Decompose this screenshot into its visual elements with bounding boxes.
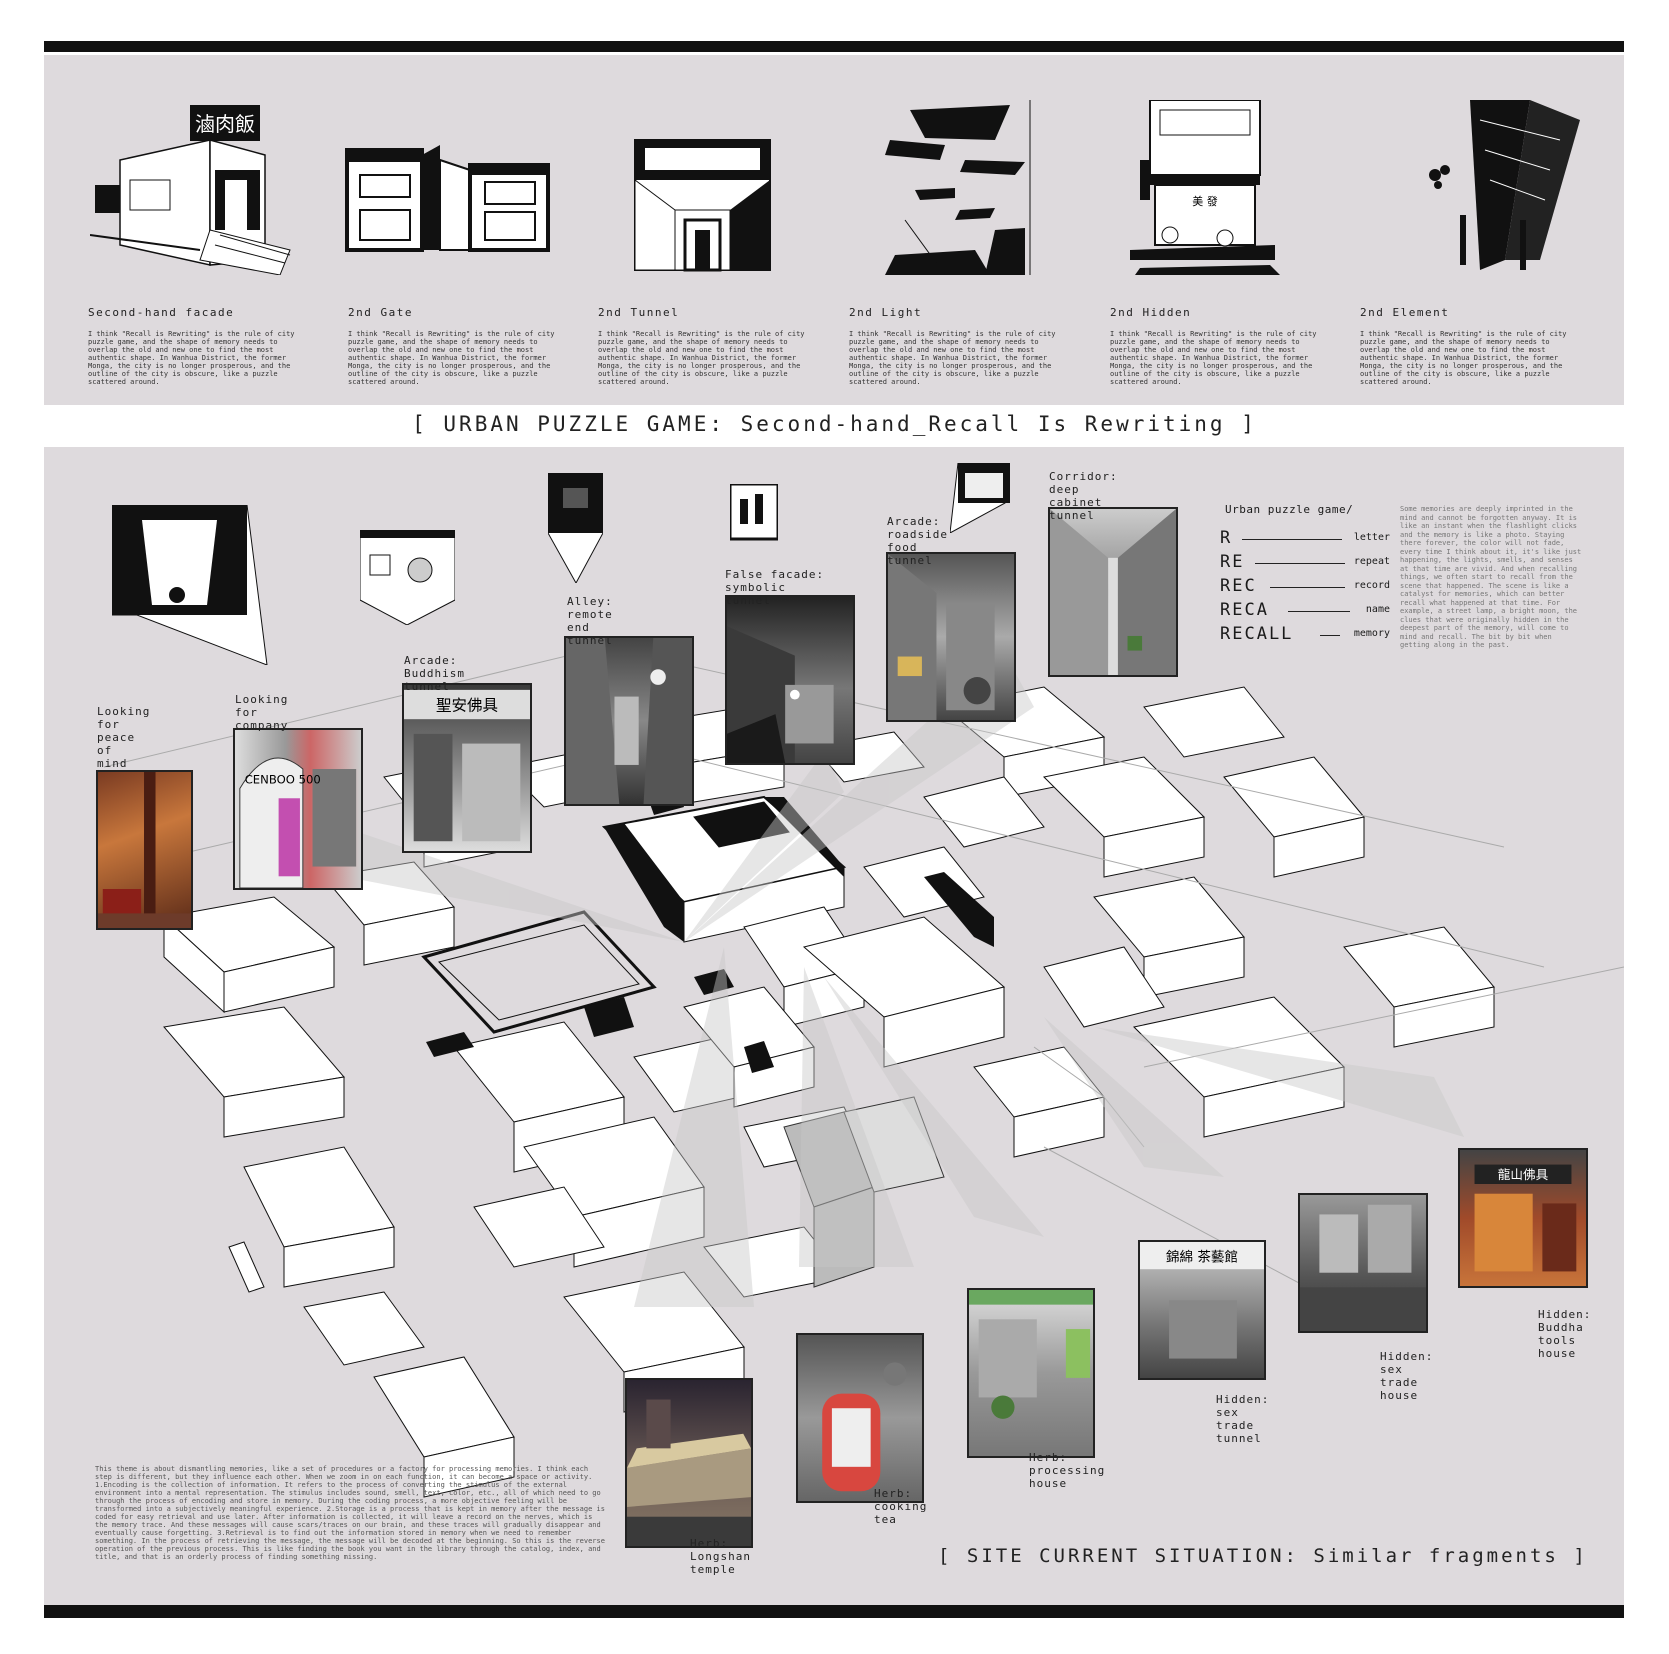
tunnel-perspective-illustration	[630, 100, 840, 275]
label-deep-cabinet-tunnel: Corridor: deep cabinet tunnel	[1049, 470, 1118, 522]
card-title: 2nd Element	[1360, 306, 1450, 319]
photo-false-facade	[725, 595, 855, 765]
card-title: 2nd Hidden	[1110, 306, 1192, 319]
storefront-facade-illustration: 滷肉飯	[89, 100, 300, 276]
memory-process-paragraph: This theme is about dismantling memories…	[95, 1465, 605, 1561]
company-sign-text: CENBOO 500	[245, 773, 321, 787]
sketch-tag-company	[360, 530, 455, 625]
sketch-tag-peace	[112, 505, 268, 665]
puzzle-key: REC	[1220, 576, 1257, 596]
photo-buddha-tools-house: 龍山佛具	[1458, 1148, 1588, 1288]
label-looking-for-peace: Looking for peace of mind	[97, 705, 151, 770]
card-title: 2nd Gate	[348, 306, 413, 319]
puzzle-value: letter	[1353, 532, 1390, 543]
puzzle-row: RE repeat	[1220, 552, 1390, 574]
header-panel	[44, 55, 1624, 405]
sketch-tag-facade	[730, 484, 778, 541]
label-longshan-temple: Herb: Longshan temple	[690, 1537, 751, 1576]
puzzle-value: repeat	[1353, 556, 1390, 567]
card-description: I think "Recall is Rewriting" is the rul…	[1110, 330, 1317, 386]
card-description: I think "Recall is Rewriting" is the rul…	[598, 330, 805, 386]
puzzle-key: R	[1220, 528, 1233, 548]
card-title: Second-hand facade	[88, 306, 235, 319]
puzzle-key: RECALL	[1220, 624, 1294, 644]
puzzle-row: RECALL memory	[1220, 624, 1390, 646]
memory-paragraph: Some memories are deeply imprinted in th…	[1400, 505, 1582, 649]
label-buddha-tools-house: Hidden: Buddha tools house	[1538, 1308, 1592, 1360]
facade-sign-text: 滷肉飯	[195, 112, 255, 136]
puzzle-value: name	[1365, 604, 1390, 615]
photo-deep-cabinet-corridor	[1048, 507, 1178, 677]
photo-longshan-temple	[625, 1378, 753, 1548]
photo-buddhism-arcade: 聖安佛具	[402, 683, 532, 853]
puzzle-value: record	[1353, 580, 1390, 591]
hidden-shop-illustration: 美 發	[1130, 99, 1340, 275]
sketch-tag-alley	[548, 473, 603, 583]
gate-buildings-illustration	[345, 100, 555, 275]
photo-sex-trade-house	[1298, 1193, 1428, 1333]
buddhism-sign-text: 聖安佛具	[436, 696, 498, 714]
arcade-element-illustration	[1420, 100, 1630, 275]
puzzle-row: REC record	[1220, 576, 1390, 598]
puzzle-key: RE	[1220, 552, 1245, 572]
sketch-tag-food	[950, 463, 1010, 533]
photo-roadside-food	[886, 552, 1016, 722]
tea-house-sign-text: 錦綿 茶藝館	[1166, 1248, 1238, 1265]
label-cooking-tea: Herb: cooking tea	[874, 1487, 928, 1526]
light-shafts-illustration	[885, 100, 1095, 276]
label-looking-for-company: Looking for company	[235, 693, 289, 732]
card-title: 2nd Tunnel	[598, 306, 680, 319]
card-description: I think "Recall is Rewriting" is the rul…	[1360, 330, 1567, 386]
puzzle-row: RECA name	[1220, 600, 1390, 622]
puzzle-key: RECA	[1220, 600, 1269, 620]
photo-company: CENBOO 500	[233, 728, 363, 890]
card-title: 2nd Light	[849, 306, 923, 319]
label-roadside-food-tunnel: Arcade: roadside food tunnel	[887, 515, 948, 567]
bottom-border-bar	[44, 1605, 1624, 1618]
shop-sign-text: 美 發	[1192, 194, 1218, 208]
photo-peace-of-mind	[96, 770, 193, 930]
label-processing-house: Herb: processing house	[1029, 1451, 1106, 1490]
label-sex-trade-house: Hidden: sex trade house	[1380, 1350, 1434, 1402]
label-sex-trade-tunnel: Hidden: sex trade tunnel	[1216, 1393, 1270, 1445]
buddha-tools-sign-text: 龍山佛具	[1498, 1167, 1549, 1182]
main-title: [ URBAN PUZZLE GAME: Second-hand_Recall …	[412, 412, 1257, 436]
photo-sex-trade-tunnel: 錦綿 茶藝館	[1138, 1240, 1266, 1380]
puzzle-value: memory	[1353, 628, 1390, 639]
top-border-bar	[44, 41, 1624, 52]
site-situation-title: [ SITE CURRENT SITUATION: Similar fragme…	[938, 1545, 1588, 1567]
label-buddhism-tunnel: Arcade: Buddhism tunnel	[404, 654, 465, 693]
card-description: I think "Recall is Rewriting" is the rul…	[348, 330, 555, 386]
label-symbolic-tunnel: False facade: symbolic tunnel	[725, 568, 825, 607]
photo-processing-house	[967, 1288, 1095, 1458]
label-remote-end-tunnel: Alley: remote end tunnel	[567, 595, 613, 647]
puzzle-heading: Urban puzzle game/	[1225, 503, 1354, 516]
photo-remote-alley	[564, 636, 694, 806]
photo-cooking-tea	[796, 1333, 924, 1503]
card-description: I think "Recall is Rewriting" is the rul…	[849, 330, 1056, 386]
card-description: I think "Recall is Rewriting" is the rul…	[88, 330, 295, 386]
